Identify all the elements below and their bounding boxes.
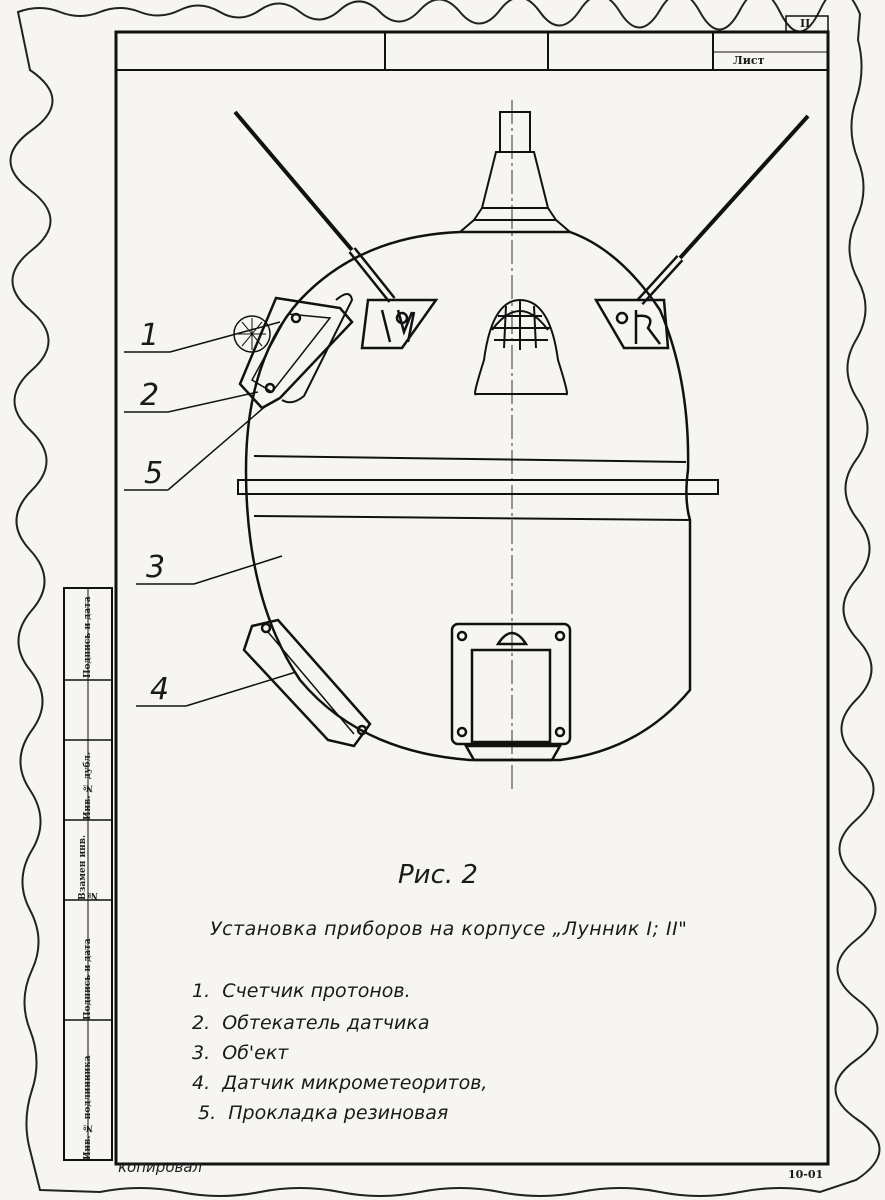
proton-counter (233, 296, 354, 410)
callout-5: 5 (144, 456, 164, 491)
legend-text: Счетчик протонов. (222, 980, 411, 1002)
legend-text: Датчик микрометеоритов, (222, 1072, 488, 1094)
legend-number: 1. (192, 980, 211, 1002)
left-mount (360, 298, 439, 350)
drawing-frame (114, 30, 830, 1166)
equator-ring (237, 479, 719, 495)
callout-3: 3 (146, 550, 166, 585)
side-cell-replacement-inv: Взамен инв. № (78, 834, 98, 900)
top-cone (457, 111, 573, 233)
equator-line-bottom (253, 515, 691, 521)
legend-item: 2. Обтекатель датчика (192, 1012, 429, 1034)
leader-lines (124, 321, 297, 707)
sheet-number: II (800, 17, 811, 30)
legend-text: Об'ект (222, 1042, 289, 1064)
legend-item: 3. Об'ект (192, 1042, 288, 1064)
equator-line-top (253, 455, 687, 463)
antenna-right (678, 114, 810, 260)
side-stamp-column: Инв. № подлинника Подпись и дата Взамен … (64, 588, 112, 1160)
micrometeorite-sensor (242, 618, 372, 748)
legend-number: 3. (192, 1042, 211, 1064)
callout-1: 1 (140, 318, 160, 353)
sheet-torn-edge (9, 0, 881, 1197)
legend-number: 4. (192, 1072, 211, 1094)
right-mount (593, 298, 670, 350)
side-cell-signature-date-2: Подпись и дата (83, 596, 93, 678)
antenna-left (233, 110, 354, 252)
bottom-instrument (450, 622, 572, 762)
copied-by-note: копировал (118, 1158, 203, 1176)
callout-2: 2 (140, 378, 160, 413)
legend-item: 5. Прокладка резиновая (198, 1102, 448, 1124)
legend-number: 5. (198, 1102, 217, 1124)
figure-subtitle: Установка приборов на корпусе „Лунник I;… (210, 918, 688, 940)
corner-code: 10-01 (788, 1168, 824, 1181)
legend-text: Прокладка резиновая (228, 1102, 449, 1124)
sphere-body (244, 230, 692, 762)
central-dome (474, 298, 568, 396)
legend-text: Обтекатель датчика (222, 1012, 430, 1034)
callout-4: 4 (150, 672, 170, 707)
figure-caption: Рис. 2 (398, 860, 478, 890)
sensor-fairing (281, 293, 354, 404)
legend-number: 2. (192, 1012, 211, 1034)
legend-item: 4. Датчик микрометеоритов, (192, 1072, 487, 1094)
side-cell-original-inv: Инв. № подлинника (83, 1055, 93, 1160)
side-cell-duplicate-inv: Инв. № дубл. (83, 752, 93, 820)
sheet-label: Лист (733, 54, 765, 67)
side-cell-signature-date: Подпись и дата (83, 938, 93, 1020)
legend-item: 1. Счетчик протонов. (192, 980, 411, 1002)
